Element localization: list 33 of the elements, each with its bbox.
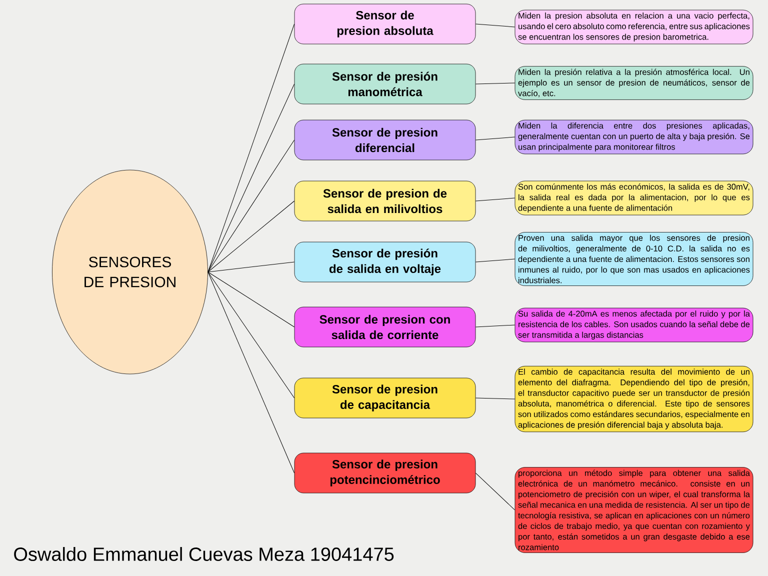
connector-line bbox=[475, 258, 516, 262]
description-box: Son comúnmente los más económicos, la salida es de 30mV, la salida real es dada por la alimentacion, por lo que es dependiente a una fuente de alimentación bbox=[514, 180, 754, 216]
category-box: Sensor de presion de salida en milivoltios bbox=[294, 180, 476, 222]
author-label: Oswaldo Emmanuel Cuevas Meza 19041475 bbox=[14, 547, 394, 561]
connector-line bbox=[475, 136, 516, 140]
category-box: Sensor de presion absoluta bbox=[294, 4, 476, 44]
connector-line bbox=[475, 198, 516, 202]
connector-line bbox=[475, 82, 516, 84]
description-box: proporciona un método simple para obtener una salida electrónica de un manómetro mecánico. consiste en un potenciometro de precisión con un wiper, el cual transforma la señal mecanica en una medida de resistencia. Al ser un tipo de tecnología resistiva, se aplican en aplicaciones con un número de ciclos de trabajo medio, ya que cuentan con rozamiento y por tanto, están sometidos a un gran desgaste debido a ese rozamiento bbox=[514, 467, 754, 553]
description-box: Proven una salida mayor que los sensores de presion de milivoltios, generalmente de 0-10 C.D. la salida no es dependiente a una fuente de alimentacion. Estos sensores son inmunes al ruido, por lo que son mas usados en aplicaciones industriales. bbox=[514, 232, 754, 286]
connector-line bbox=[475, 324, 516, 328]
description-box: Miden la diferencia entre dos presiones aplicadas, generalmente cuentan con un puerto de alta y baja presión. Se usan principalmente para monitorear filtros bbox=[514, 120, 754, 154]
connector-line bbox=[208, 272, 295, 398]
description-box: Miden la presión relativa a la presión atmosférica local. Un ejemplo es un sensor de presion de neumáticos, sensor de vacío, etc. bbox=[514, 66, 754, 100]
category-box: Sensor de presión de salida en voltaje bbox=[294, 242, 476, 282]
connector-line bbox=[208, 200, 295, 272]
connector-line bbox=[475, 398, 516, 400]
category-box: Sensor de presión manométrica bbox=[294, 64, 476, 104]
connector-line bbox=[208, 262, 295, 272]
description-box: El cambio de capacitancia resulta del movimiento de un elemento del diafragma. Dependiendo del tipo de presión, el transductor capacitivo puede ser un transductor de presión absoluta, manométrica o diferencial. Este tipo de sensores son utilizados como estándares secundarios, especialmente en aplicaciones de presión diferencial baja y absoluta baja. bbox=[514, 366, 754, 432]
connector-line bbox=[475, 24, 516, 28]
connector-line bbox=[208, 272, 295, 474]
connector-line bbox=[208, 272, 295, 328]
connector-line bbox=[208, 24, 295, 272]
category-box: Sensor de presion de capacitancia bbox=[294, 378, 476, 418]
connector-line bbox=[208, 140, 295, 272]
description-box: Su salida de 4-20mA es menos afectada por el ruido y por la resistencia de los cables. Son usados cuando la señal debe de ser transmitida a largas distancias bbox=[514, 308, 754, 342]
category-box: Sensor de presion diferencial bbox=[294, 120, 476, 160]
connector-line bbox=[208, 84, 295, 272]
description-box: Miden la presion absoluta en relacion a una vacio perfecta, usando el cero absoluto como referencia, entre sus aplicaciones se encuentran los sensores de presion barometrica. bbox=[514, 10, 754, 44]
category-box: Sensor de presion con salida de corriente bbox=[294, 306, 476, 348]
connector-line bbox=[475, 472, 516, 510]
category-box: Sensor de presion potencinciométrico bbox=[294, 452, 476, 494]
